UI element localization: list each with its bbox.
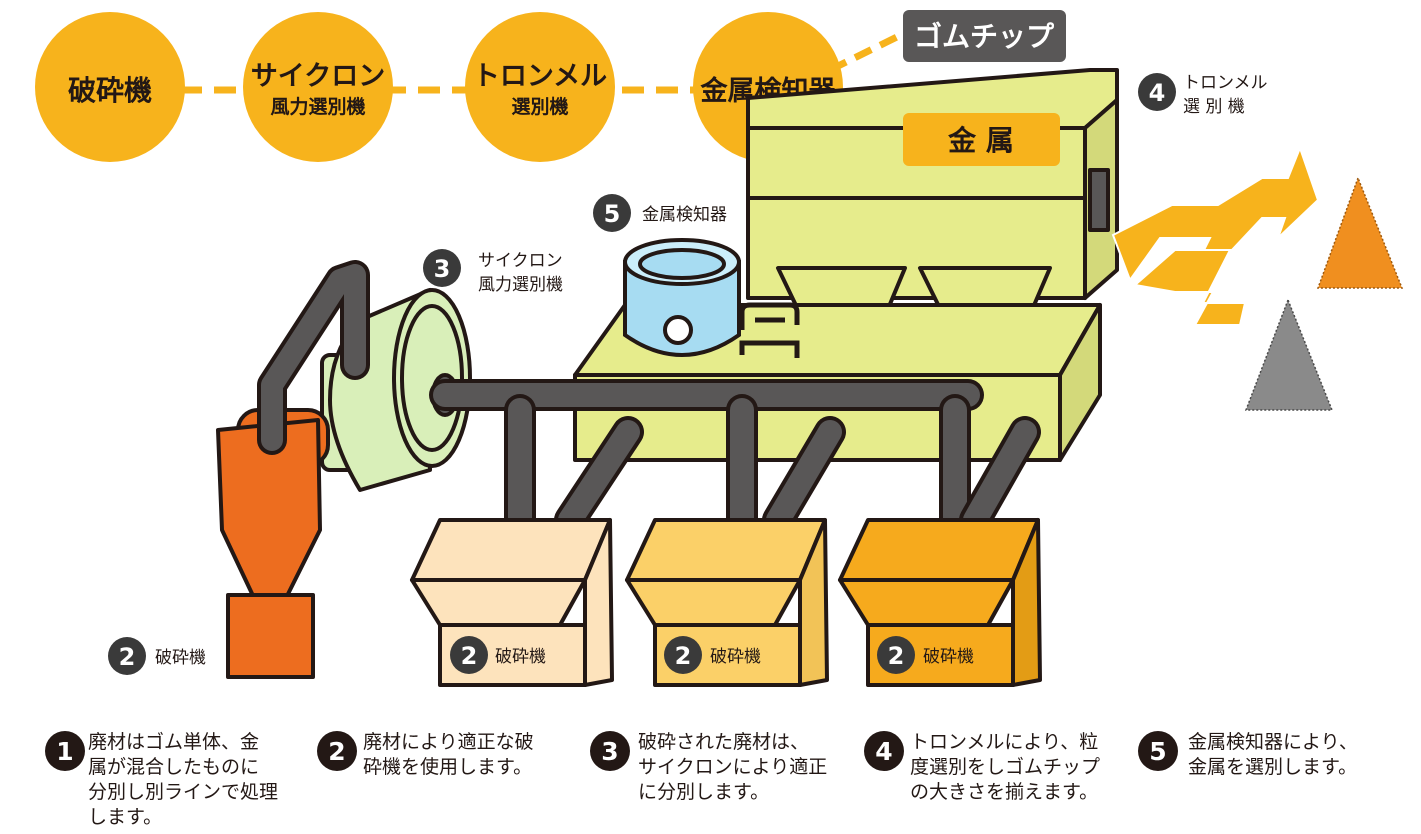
step-4-line: トロンメルにより、粒: [910, 731, 1099, 753]
step-1-line: します。: [88, 806, 163, 828]
hopper-2-label: 2 破砕機: [664, 636, 761, 674]
step-4-line: の大きさを揃えます。: [910, 781, 1099, 803]
hopper-1-number: 2: [461, 642, 478, 670]
cyclone-label-line2: 風力選別機: [478, 275, 563, 295]
step-1-line: 分別し別ラインで処理: [88, 781, 279, 803]
cyclone-label: 3 サイクロン 風力選別機: [423, 249, 563, 295]
step-5-line: 金属を選別します。: [1188, 756, 1358, 778]
recycle-arrow-icon: [1111, 145, 1320, 326]
step-2-line: 砕機を使用します。: [363, 756, 533, 778]
process-step-trommel-title: トロンメル: [473, 61, 607, 92]
step-1-description: 廃材はゴム単体、金 属が混合したものに 分別し別ラインで処理 します。: [88, 730, 278, 830]
hopper-2: [625, 518, 829, 687]
step-4-number: 4: [875, 737, 892, 766]
hopper-3-number: 2: [888, 642, 905, 670]
flow-connector-chip: [828, 29, 907, 74]
hopper-3-label: 2 破砕機: [877, 636, 974, 674]
process-step-cyclone-sub: 風力選別機: [270, 95, 365, 118]
hopper-3: [838, 518, 1042, 687]
crusher-main-label: 2 破砕機: [108, 637, 206, 675]
metal-detector: [623, 238, 800, 358]
crusher-main-number: 2: [119, 643, 136, 671]
process-step-cyclone-title: サイクロン: [251, 61, 385, 92]
step-3-line: に分別します。: [638, 781, 770, 803]
trommel-label-line2: 選 別 機: [1183, 97, 1245, 117]
step-3-description: 破砕された廃材は、 サイクロンにより適正 に分別します。: [638, 730, 827, 805]
hopper-2-number: 2: [675, 642, 692, 670]
step-5-description: 金属検知器により、 金属を選別します。: [1188, 730, 1358, 780]
process-step-cyclone: [243, 12, 393, 162]
rubber-chip-pile: [1316, 175, 1404, 289]
crusher-main-label-text: 破砕機: [155, 648, 206, 668]
step-5-number: 5: [1149, 737, 1166, 766]
step-3-line: 破砕された廃材は、: [638, 731, 810, 753]
step-1-number: 1: [56, 737, 73, 766]
hopper-2-label-text: 破砕機: [710, 647, 761, 667]
step-4-description: トロンメルにより、粒 度選別をしゴムチップ の大きさを揃えます。: [910, 730, 1100, 805]
metal-pile: [1244, 297, 1334, 411]
cyclone-number: 3: [434, 255, 451, 283]
step-2-description: 廃材により適正な破 砕機を使用します。: [363, 730, 534, 780]
step-3-number: 3: [601, 737, 618, 766]
pipes: [257, 260, 1041, 536]
metal-label: 金 属: [947, 124, 1014, 157]
detector-number: 5: [604, 200, 621, 228]
detector-label-text: 金属検知器: [642, 205, 727, 225]
step-1-line: 属が混合したものに: [88, 756, 260, 778]
rubber-chip-label: ゴムチップ: [914, 20, 1055, 53]
output-rubber-chip: ゴムチップ: [903, 10, 1066, 62]
hopper-1: [410, 518, 614, 687]
cyclone-label-line1: サイクロン: [478, 251, 563, 271]
step-5-line: 金属検知器により、: [1188, 731, 1358, 753]
process-step-trommel: [465, 12, 615, 162]
process-step-crusher: [35, 12, 185, 162]
step-4-line: 度選別をしゴムチップ: [910, 756, 1101, 778]
process-step-trommel-sub: 選別機: [511, 95, 568, 118]
output-metal: 金 属: [903, 113, 1060, 166]
trommel-label: 4 トロンメル 選 別 機: [1138, 73, 1268, 117]
trommel-number: 4: [1149, 79, 1166, 107]
hopper-1-label-text: 破砕機: [495, 647, 546, 667]
detector-label: 5 金属検知器: [593, 194, 727, 232]
trommel-machine: [746, 68, 1119, 347]
step-2-number: 2: [328, 737, 345, 766]
step-1-line: 廃材はゴム単体、金: [88, 731, 260, 753]
step-badges: 1 2 3 4 5: [45, 731, 1178, 771]
step-3-line: サイクロンにより適正: [638, 756, 828, 778]
trommel-label-line1: トロンメル: [1183, 73, 1268, 93]
step-2-line: 廃材により適正な破: [363, 731, 534, 753]
hopper-3-label-text: 破砕機: [923, 647, 974, 667]
process-step-crusher-title: 破砕機: [68, 74, 152, 107]
hopper-1-label: 2 破砕機: [450, 636, 546, 674]
